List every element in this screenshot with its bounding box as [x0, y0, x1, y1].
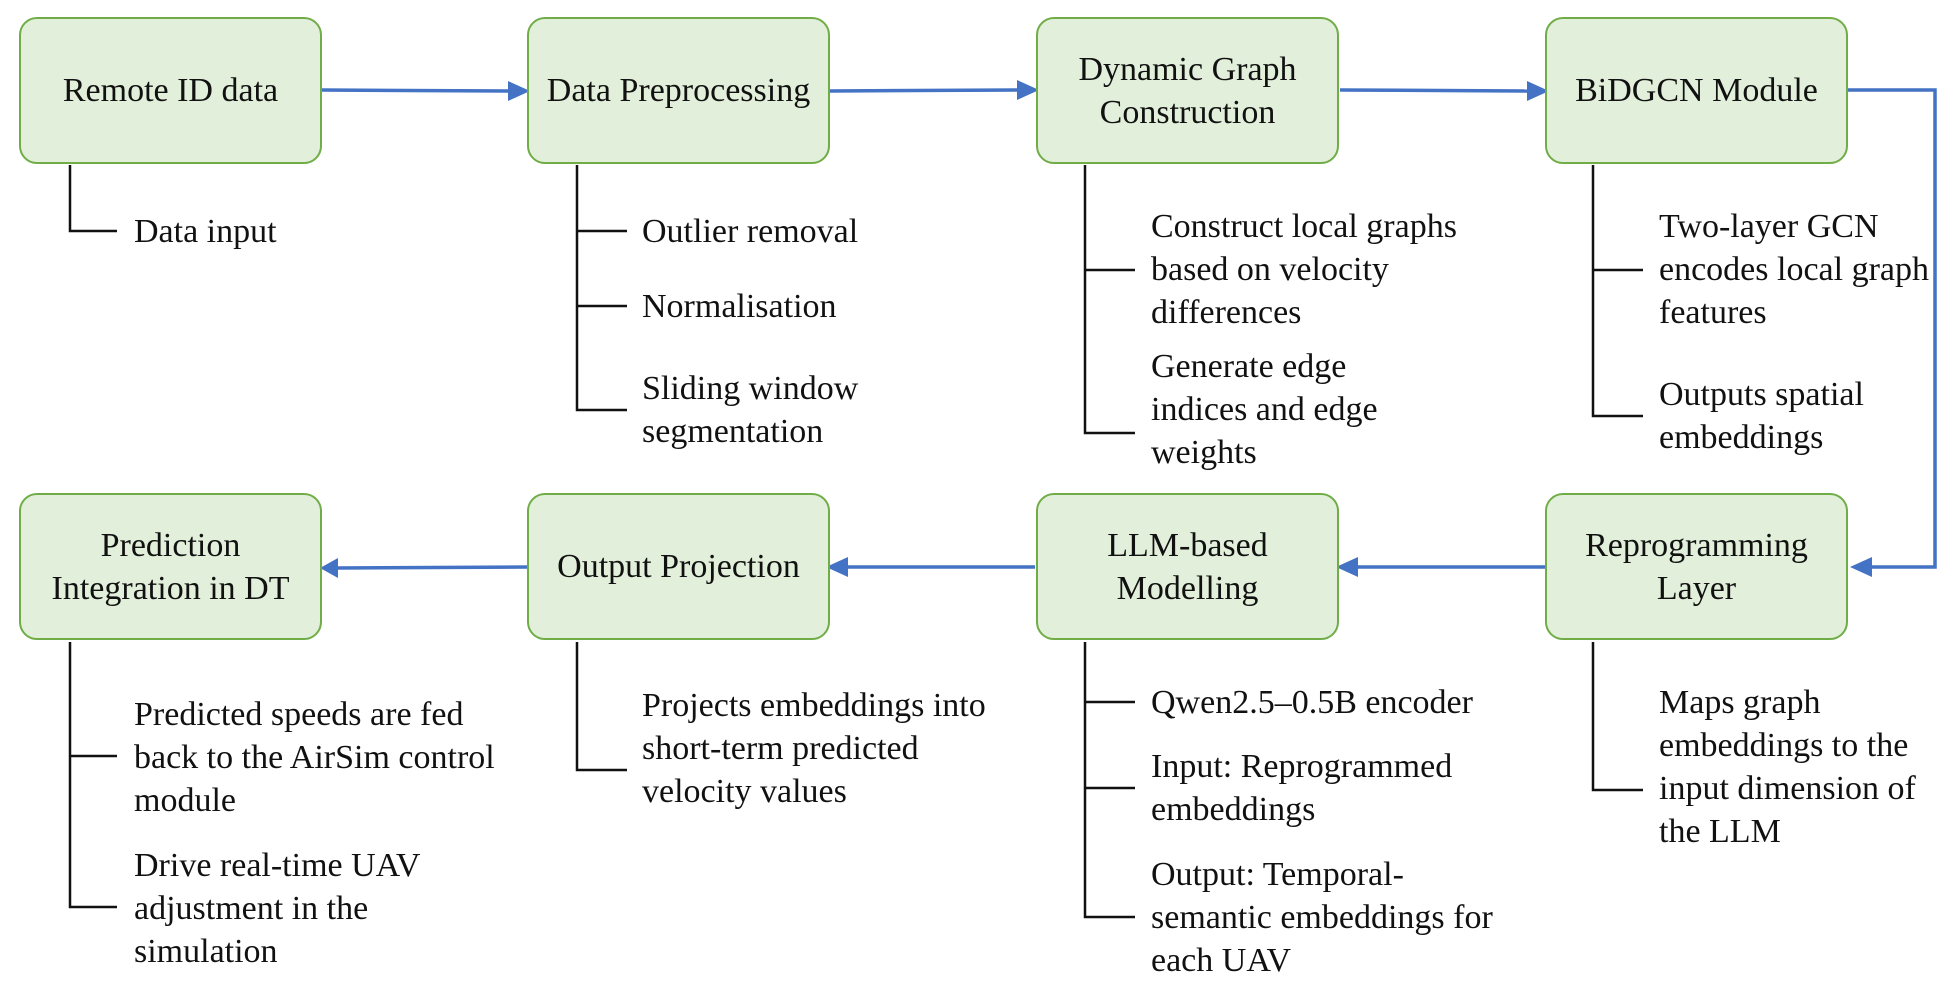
- arrow-preprocess-to-graph: [829, 88, 1018, 93]
- note-output-temporal-semantic: Output: Temporal-semantic embeddings for…: [1151, 856, 1493, 979]
- arrow-remote-to-preprocess: [321, 88, 509, 93]
- box-bidgcn-module: BiDGCN Module: [1545, 17, 1848, 164]
- connector-llm: [1083, 642, 1135, 919]
- note-input-reprogrammed: Input: Reprogrammed embeddings: [1151, 748, 1453, 828]
- arrowhead-icon: [508, 81, 530, 101]
- arrowhead-icon: [1336, 557, 1358, 577]
- note-connectors: [68, 165, 1643, 919]
- note-outlier-removal: Outlier removal: [642, 213, 859, 250]
- box-output-projection: Output Projection: [527, 493, 830, 640]
- note-maps-graph-embeddings: Maps graph embeddings to the input dimen…: [1659, 684, 1916, 850]
- arrow-output-to-predict: [337, 565, 529, 570]
- box-reprogramming-layer: Reprogramming Layer: [1545, 493, 1848, 640]
- note-qwen-encoder: Qwen2.5–0.5B encoder: [1151, 684, 1473, 721]
- note-data-input: Data input: [134, 213, 277, 250]
- arrowhead-icon: [1527, 81, 1549, 101]
- box-llm-based-modelling: LLM-based Modelling: [1036, 493, 1339, 640]
- arrow-graph-to-bidgcn: [1339, 88, 1528, 93]
- box-dynamic-graph-construction: Dynamic Graph Construction: [1036, 17, 1339, 164]
- box-prediction-integration: Prediction Integration in DT: [19, 493, 322, 640]
- connector-predict: [68, 642, 117, 909]
- note-two-layer-gcn: Two-layer GCN encodes local graph featur…: [1659, 208, 1929, 331]
- connector-reprog: [1591, 642, 1643, 792]
- connector-graph: [1083, 165, 1135, 435]
- box-data-preprocessing: Data Preprocessing: [527, 17, 830, 164]
- note-sliding-window: Sliding window segmentation: [642, 370, 859, 450]
- arrow-bidgcn-to-reprog: [1846, 88, 1937, 569]
- box-remote-id-data: Remote ID data: [19, 17, 322, 164]
- note-normalisation: Normalisation: [642, 288, 837, 325]
- arrowhead-icon: [1017, 80, 1039, 100]
- flow-arrows: [321, 88, 1937, 570]
- note-drive-real-time: Drive real-time UAV adjustment in the si…: [134, 847, 420, 970]
- note-construct-local-graphs: Construct local graphs based on velocity…: [1151, 208, 1457, 331]
- arrowhead-icon: [1850, 557, 1872, 577]
- arrow-heads: [320, 80, 1872, 578]
- note-generate-edge-indices: Generate edge indices and edge weights: [1151, 348, 1378, 471]
- arrowhead-icon: [320, 558, 338, 578]
- connector-preprocess: [575, 165, 627, 412]
- note-outputs-spatial-embeddings: Outputs spatial embeddings: [1659, 376, 1864, 456]
- arrowhead-icon: [826, 557, 848, 577]
- connector-remote-id: [68, 165, 117, 233]
- connector-output: [575, 642, 627, 772]
- note-predicted-speeds: Predicted speeds are fed back to the Air…: [134, 696, 495, 819]
- note-projects-embeddings: Projects embeddings into short-term pred…: [642, 687, 986, 810]
- connector-bidgcn: [1591, 165, 1643, 418]
